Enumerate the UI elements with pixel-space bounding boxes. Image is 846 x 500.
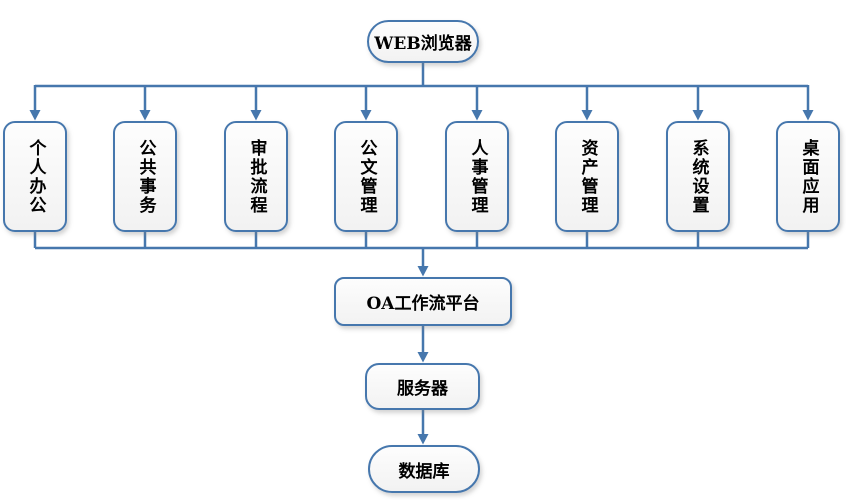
node-module-desktop-application: 桌面应用 (776, 121, 840, 232)
node-module-asset-management: 资产管理 (555, 121, 619, 232)
node-module-label: 桌面应用 (798, 138, 819, 215)
node-server: 服务器 (365, 363, 480, 410)
node-web-browser-label: WEB浏览器 (374, 34, 472, 54)
connector-oa-to-server (417, 326, 429, 363)
node-module-label: 公共事务 (135, 138, 156, 215)
node-module-personal-office: 个人办公 (3, 121, 67, 232)
connector-server-to-database (417, 410, 429, 445)
node-oa-workflow-platform-label: OA工作流平台 (366, 294, 480, 314)
node-server-label: 服务器 (397, 379, 448, 399)
node-module-hr-management: 人事管理 (445, 121, 509, 232)
connector-bus-to-oa (417, 247, 429, 277)
node-module-label: 个人办公 (25, 138, 46, 215)
node-module-label: 资产管理 (577, 138, 598, 215)
connector-module-stubs (33, 232, 810, 248)
node-database-label: 数据库 (398, 461, 450, 482)
node-web-browser: WEB浏览器 (367, 20, 479, 63)
node-module-label: 审批流程 (246, 138, 267, 215)
node-module-system-settings: 系统设置 (666, 121, 730, 232)
node-module-public-affairs: 公共事务 (113, 121, 177, 232)
node-module-label: 系统设置 (688, 138, 709, 215)
node-module-label: 人事管理 (467, 138, 488, 215)
node-module-label: 公文管理 (356, 138, 377, 215)
node-oa-workflow-platform: OA工作流平台 (334, 277, 512, 326)
node-module-document-management: 公文管理 (334, 121, 398, 232)
connector-arrows-to-modules (29, 85, 814, 121)
node-database: 数据库 (368, 445, 480, 493)
node-module-approval-process: 审批流程 (224, 121, 288, 232)
